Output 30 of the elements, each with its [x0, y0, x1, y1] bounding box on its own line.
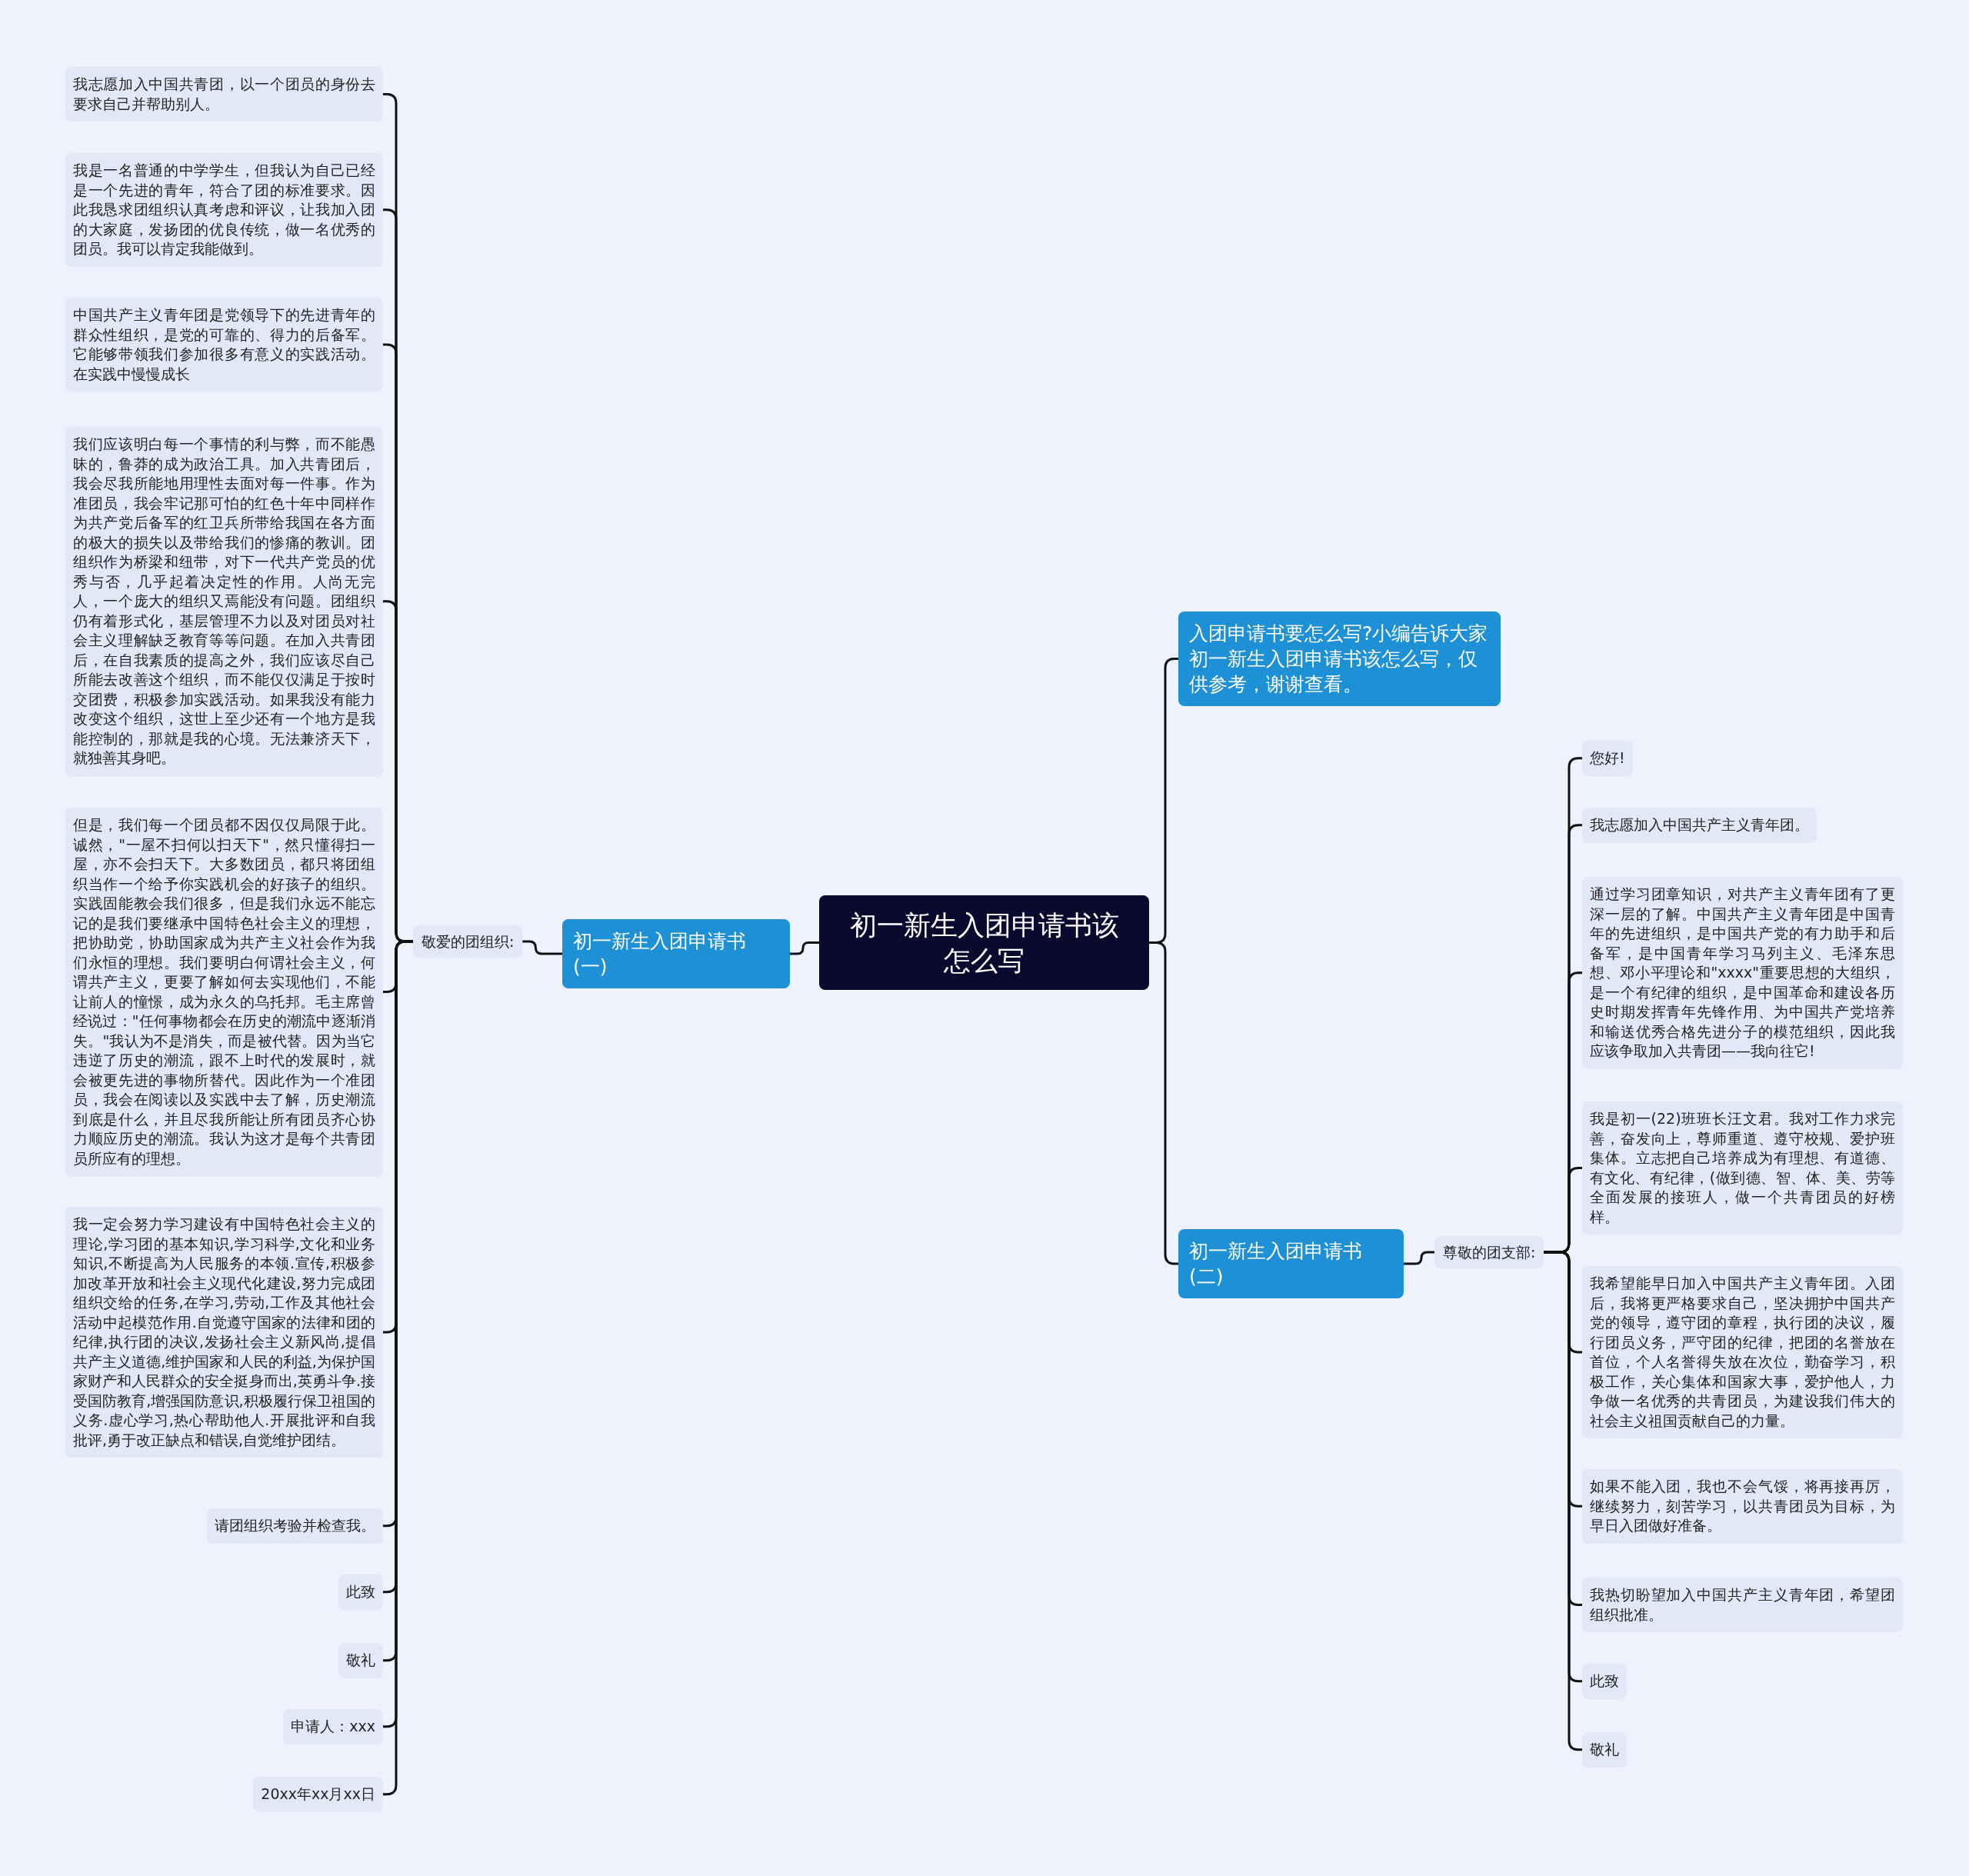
subtopic: 敬爱的团组织:: [413, 925, 523, 958]
main-topic: 初一新生入团申请书(一): [562, 919, 790, 988]
text-note: 敬礼: [338, 1643, 383, 1678]
text-note: 我志愿加入中国共青团，以一个团员的身份去要求自己并帮助别人。: [65, 67, 383, 122]
text-note: 申请人：xxx: [283, 1709, 383, 1744]
subtopic: 尊敬的团支部:: [1434, 1236, 1544, 1268]
text-note: 我志愿加入中国共产主义青年团。: [1582, 808, 1817, 843]
text-note: 敬礼: [1582, 1732, 1627, 1768]
main-topic: 入团申请书要怎么写?小编告诉大家初一新生入团申请书该怎么写，仅供参考，谢谢查看。: [1178, 611, 1501, 706]
connector-line: [790, 941, 819, 955]
text-note: 我一定会努力学习建设有中国特色社会主义的理论,学习团的基本知识,学习科学,文化和业务知识,不断提高为人民服务的本领.宣传,积极参加改革开放和社会主义现代化建设,努力完成团组织交给的任务,在学习,劳动,工作及其他社会活动中起模范作用.自觉遵守国家的法律和团的纪律,执行团的决议,发扬社会主义新风尚,提倡共产主义道德,维护国家和人民的利益,为保护国家财产和人民群众的安全挺身而出,英勇斗争.接受国防教育,增强国防意识,积极履行保卫祖国的义务.虚心学习,热心帮助他人.开展批评和自我批评,勇于改正缺点和错误,自觉维护团结。: [65, 1207, 383, 1458]
text-note: 请团组织考验并检查我。: [207, 1508, 383, 1544]
text-note: 此致: [1582, 1664, 1627, 1699]
connector-line: [522, 940, 562, 955]
text-note: 如果不能入团，我也不会气馁，将再接再厉，继续努力，刻苦学习，以共青团员为目标，为早日入团做好准备。: [1582, 1469, 1903, 1544]
central-topic: 初一新生入团申请书该怎么写: [819, 895, 1149, 990]
text-note: 20xx年xx月xx日: [253, 1777, 383, 1812]
text-note: 我希望能早日加入中国共产主义青年团。入团后，我将更严格要求自己，坚决拥护中国共产党的领导，遵守团的章程，执行团的决议，履行团员义务，严守团的纪律，把团的名誉放在首位，个人名誉得失放在次位，勤奋学习，积极工作，关心集体和国家大事，爱护他人，力争做一名优秀的共青团员，为建设我们伟大的社会主义祖国贡献自己的力量。: [1582, 1266, 1903, 1438]
text-note: 我热切盼望加入中国共产主义青年团，希望团组织批准。: [1582, 1578, 1903, 1632]
text-note: 我是初一(22)班班长汪文君。我对工作力求完善，奋发向上，尊师重道、遵守校规、爱护班集体。立志把自己培养成为有理想、有道德、有文化、有纪律，(做到德、智、体、美、劳等全面发展的接班人，做一个共青团员的好榜样。: [1582, 1101, 1903, 1235]
connector-line: [1404, 1251, 1434, 1265]
connector-line: [1149, 941, 1178, 1265]
text-note: 中国共产主义青年团是党领导下的先进青年的群众性组织，是党的可靠的、得力的后备军。它能够带领我们参加很多有意义的实践活动。在实践中慢慢成长: [65, 298, 383, 392]
text-note: 我是一名普通的中学学生，但我认为自己已经是一个先进的青年，符合了团的标准要求。因此我恳求团组织认真考虑和评议，让我加入团的大家庭，发扬团的优良传统，做一名优秀的团员。我可以肯定我能做到。: [65, 153, 383, 267]
text-note: 通过学习团章知识，对共产主义青年团有了更深一层的了解。中国共产主义青年团是中国青年的先进组织，是中国共产党的有力助手和后备军，是中国青年学习马列主义、毛泽东思想、邓小平理论和"xxxx"重要思想的大组织，是一个有纪律的组织，是中国革命和建设各历史时期发挥青年先锋作用、为中国共产党培养和输送优秀合格先进分子的模范组织，因此我应该争取加入共青团——我向往它!: [1582, 877, 1903, 1069]
text-note: 我们应该明白每一个事情的利与弊，而不能愚昧的，鲁莽的成为政治工具。加入共青团后，我会尽我所能地用理性去面对每一件事。作为准团员，我会牢记那可怕的红色十年中同样作为共产党后备军的红卫兵所带给我国在各方面的极大的损失以及带给我们的惨痛的教训。团组织作为桥梁和纽带，对下一代共产党员的优秀与否，几乎起着决定性的作用。人尚无完人，一个庞大的组织又焉能没有问题。团组织仍有着形式化，基层管理不力以及对团员对社会主义理解缺乏教育等等问题。在加入共青团后，在自我素质的提高之外，我们应该尽自己所能去改善这个组织，而不能仅仅满足于按时交团费，积极参加实践活动。如果我没有能力改变这个组织，这世上至少还有一个地方是我能控制的，那就是我的心境。无法兼济天下，就独善其身吧。: [65, 427, 383, 776]
text-note: 但是，我们每一个团员都不因仅仅局限于此。诚然，"一屋不扫何以扫天下"，然只懂得扫一屋，亦不会扫天下。大多数团员，都只将团组织当作一个给予你实践机会的好孩子的组织。实践固能教会我们很多，但是我们永远不能忘记的是我们要继承中国特色社会主义的理想，把协助党，协助国家成为共产主义社会作为我们永恒的理想。我们要明白何谓社会主义，何谓共产主义，更要了解如何去实现他们，不能让前人的憧憬，成为永久的乌托邦。毛主席曾经说过："任何事物都会在历史的潮流中逐渐消失。"我认为不是消失，而是被代替。因为当它违逆了历史的潮流，跟不上时代的发展时，就会被更先进的事物所替代。因此作为一个准团员，我会在阅读以及实践中去了解，历史潮流到底是什么，并且尽我所能让所有团员齐心协力顺应历史的潮流。我认为这才是每个共青团员所应有的理想。: [65, 808, 383, 1176]
text-note: 此致: [338, 1574, 383, 1610]
main-topic: 初一新生入团申请书(二): [1178, 1229, 1404, 1298]
text-note: 您好!: [1582, 741, 1633, 776]
